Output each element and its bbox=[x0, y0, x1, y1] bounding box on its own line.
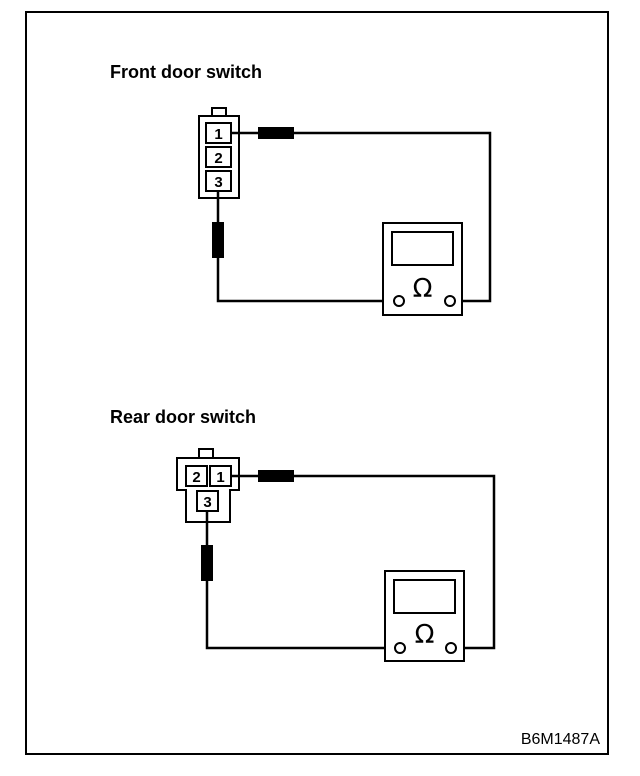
rear-pin-label-3: 3 bbox=[203, 494, 211, 511]
rear-lead-pin1 bbox=[231, 474, 496, 650]
figure-frame bbox=[25, 11, 609, 755]
front-ohmmeter: Ω bbox=[382, 222, 463, 316]
front-pin-box-2 bbox=[205, 146, 232, 168]
rear-meter-terminal-right bbox=[445, 642, 457, 654]
front-door-switch-section: Front door switch 1 2 3 Ω bbox=[110, 62, 492, 316]
front-connector: 1 2 3 bbox=[198, 107, 240, 199]
rear-probe-upper bbox=[258, 470, 294, 482]
rear-connector-latch bbox=[198, 448, 214, 459]
rear-door-switch-section: Rear door switch 2 1 3 Ω bbox=[110, 407, 496, 662]
front-connector-latch bbox=[211, 107, 227, 117]
rear-title: Rear door switch bbox=[110, 407, 256, 427]
rear-pin-box-2 bbox=[185, 465, 208, 487]
front-meter-display bbox=[391, 231, 454, 266]
front-probe-lower bbox=[212, 222, 224, 258]
front-lead-pin1 bbox=[231, 131, 492, 303]
rear-pin-label-1: 1 bbox=[216, 469, 224, 486]
front-ohm-symbol: Ω bbox=[413, 274, 433, 304]
rear-lead-pin3 bbox=[205, 511, 395, 650]
front-meter-terminal-left bbox=[393, 295, 405, 307]
front-probe-upper bbox=[258, 127, 294, 139]
front-meter-terminal-right bbox=[444, 295, 456, 307]
rear-pin-label-2: 2 bbox=[192, 469, 200, 486]
front-pin-label-3: 3 bbox=[214, 174, 222, 191]
rear-connector: 2 1 3 bbox=[176, 448, 240, 523]
rear-meter-terminal-left bbox=[394, 642, 406, 654]
rear-meter-display bbox=[393, 579, 456, 614]
figure-id: B6M1487A bbox=[521, 731, 600, 748]
rear-ohmmeter: Ω bbox=[384, 570, 465, 662]
front-pin-label-1: 1 bbox=[214, 126, 222, 143]
front-pin-label-2: 2 bbox=[214, 150, 222, 167]
front-lead-pin3 bbox=[216, 191, 395, 303]
rear-ohm-symbol: Ω bbox=[415, 620, 435, 650]
rear-probe-lower bbox=[201, 545, 213, 581]
front-title: Front door switch bbox=[110, 62, 262, 82]
